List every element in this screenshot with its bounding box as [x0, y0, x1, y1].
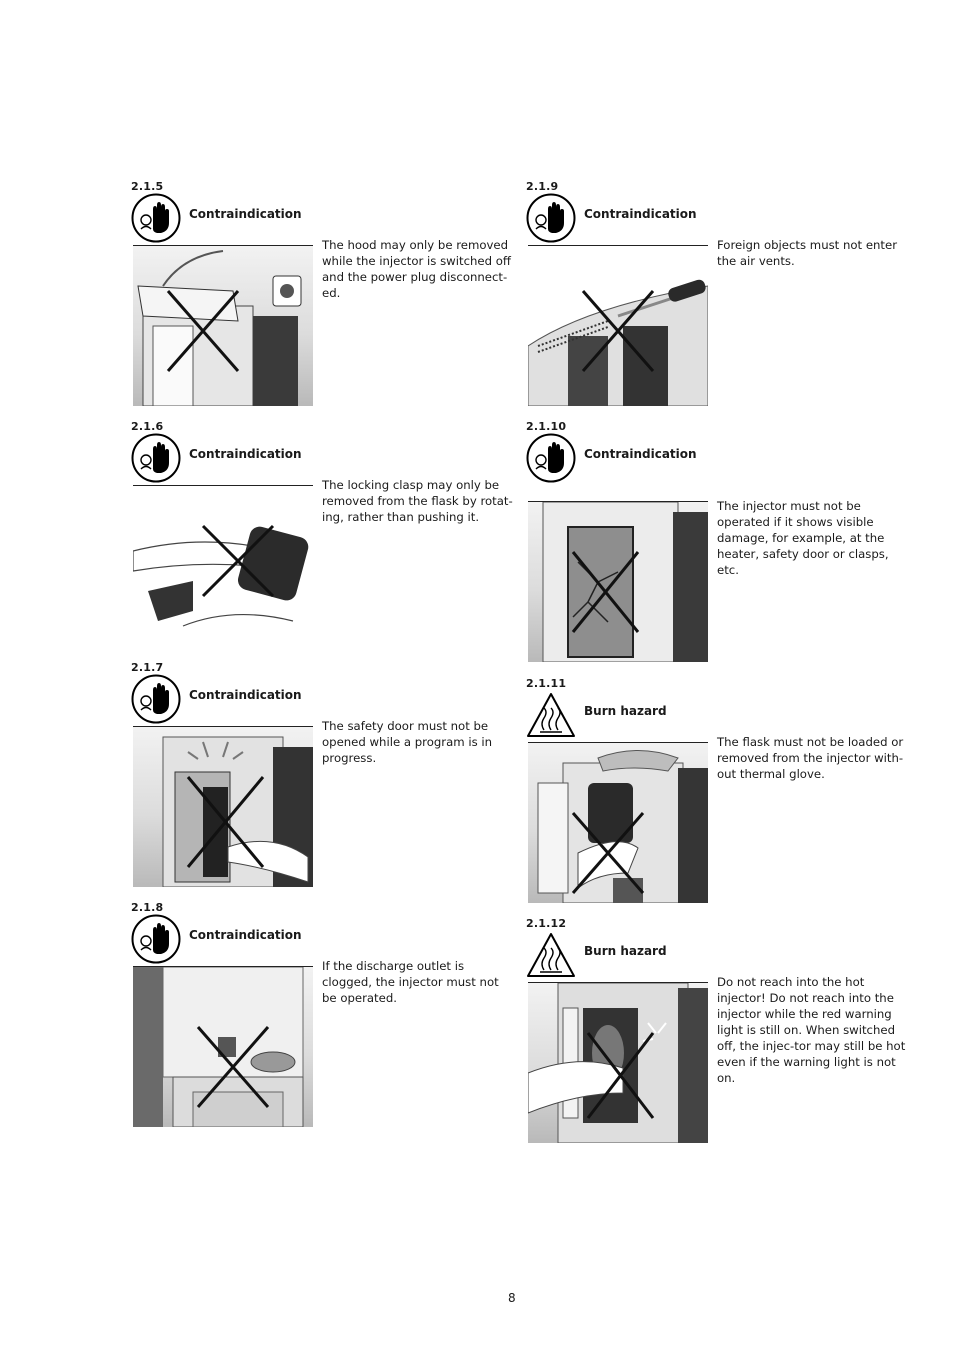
illustration-air-vents [528, 245, 708, 406]
illustration-safety-door [133, 726, 313, 887]
section-title: Contraindication [584, 447, 697, 461]
section-number: 2.1.10 [526, 420, 567, 433]
illustration-hot-injector [528, 982, 708, 1143]
section-title: Contraindication [189, 928, 302, 942]
section-text: The hood may only be removed while the i… [322, 238, 511, 300]
section-text: Foreign objects must not enter the air v… [717, 238, 898, 268]
section-number: 2.1.12 [526, 917, 567, 930]
section-number: 2.1.11 [526, 677, 567, 690]
section-text: Do not reach into the hot injector! Do n… [717, 975, 906, 1085]
section-title: Contraindication [584, 207, 697, 221]
section-title: Contraindication [189, 447, 302, 461]
illustration-locking-clasp [133, 485, 313, 646]
stop-hand-icon [526, 433, 576, 483]
page-number: 8 [508, 1291, 516, 1305]
section-number: 2.1.5 [131, 180, 164, 193]
section-number: 2.1.7 [131, 661, 164, 674]
section-text: The safety door must not be opened while… [322, 719, 493, 765]
section-text: The locking clasp may only be removed fr… [322, 478, 513, 524]
section-number: 2.1.8 [131, 901, 164, 914]
section-title: Contraindication [189, 688, 302, 702]
section-number: 2.1.9 [526, 180, 559, 193]
section-text: The flask must not be loaded or removed … [717, 735, 904, 781]
hot-surface-warning-icon [527, 933, 575, 977]
illustration-visible-damage [528, 501, 708, 662]
stop-hand-icon [526, 193, 576, 243]
illustration-remove-hood [133, 245, 313, 406]
hot-surface-warning-icon [527, 693, 575, 737]
section-title: Burn hazard [584, 944, 667, 958]
section-text: The injector must not be operated if it … [717, 499, 889, 577]
stop-hand-icon [131, 193, 181, 243]
stop-hand-icon [131, 674, 181, 724]
stop-hand-icon [131, 433, 181, 483]
illustration-thermal-glove [528, 742, 708, 903]
stop-hand-icon [131, 914, 181, 964]
section-number: 2.1.6 [131, 420, 164, 433]
section-title: Contraindication [189, 207, 302, 221]
section-title: Burn hazard [584, 704, 667, 718]
illustration-discharge-outlet [133, 966, 313, 1127]
section-text: If the discharge outlet is clogged, the … [322, 959, 499, 1005]
